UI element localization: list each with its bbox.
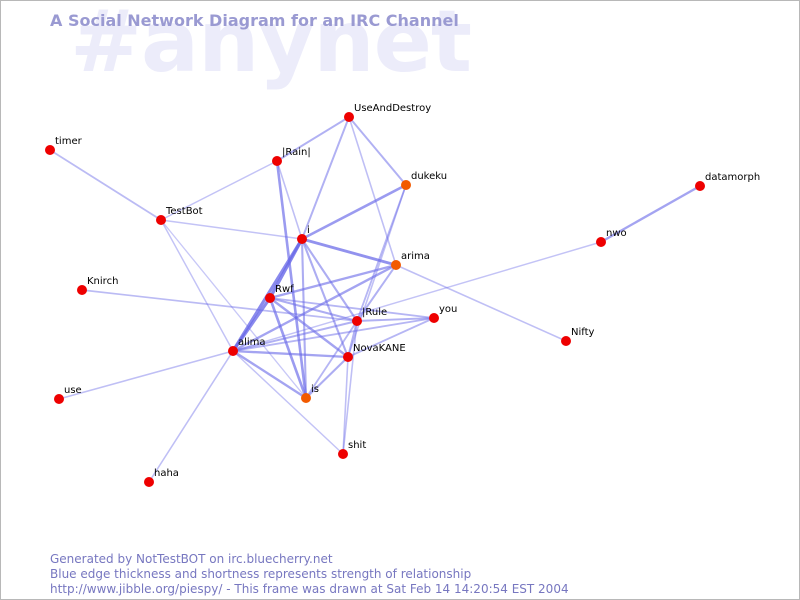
- edge-arima-rule: [356, 264, 397, 322]
- edge-layer: [49, 116, 702, 483]
- edge-arima-nifty: [395, 264, 567, 342]
- edge-rwf-is: [268, 296, 308, 400]
- edge-rwf-alima: [231, 296, 272, 353]
- node-label-novakane: NovaKANE: [353, 343, 406, 354]
- edge-testbot-rain: [160, 160, 278, 221]
- node-label-alima: alima: [238, 337, 266, 348]
- node-label-useanddestroy: UseAndDestroy: [354, 103, 431, 114]
- edge-you-alima: [232, 317, 435, 352]
- node-layer: [45, 112, 705, 487]
- edge-rwf-novakane: [268, 296, 350, 359]
- node-knirch[interactable]: [77, 285, 87, 295]
- node-label-i: i: [307, 225, 310, 236]
- node-label-rain: |Rain|: [282, 147, 311, 158]
- edge-useanddestroy-rain: [276, 116, 350, 162]
- node-label-arima: arima: [401, 251, 430, 262]
- node-label-dukeku: dukeku: [411, 171, 447, 182]
- edge-rain-is: [275, 159, 308, 400]
- edge-rule-you: [356, 317, 435, 322]
- node-label-timer: timer: [55, 136, 83, 147]
- diagram-title: A Social Network Diagram for an IRC Chan…: [50, 11, 459, 30]
- node-label-rule: |Rule: [362, 307, 387, 318]
- node-haha[interactable]: [144, 477, 154, 487]
- node-label-shit: shit: [348, 440, 366, 451]
- node-novakane[interactable]: [343, 352, 353, 362]
- edge-testbot-alima: [160, 219, 234, 352]
- node-label-haha: haha: [154, 468, 179, 479]
- node-label-nifty: Nifty: [571, 327, 595, 338]
- edge-nwo-alima: [232, 241, 602, 352]
- node-testbot[interactable]: [156, 215, 166, 225]
- edge-dukeku-rule: [356, 184, 407, 322]
- edge-testbot-is: [160, 219, 307, 399]
- node-label-datamorph: datamorph: [705, 172, 760, 183]
- node-label-is: is: [311, 384, 319, 395]
- edge-i-arima: [300, 237, 398, 267]
- node-dukeku[interactable]: [401, 180, 411, 190]
- edge-rule-is: [305, 320, 358, 399]
- node-rain[interactable]: [272, 156, 282, 166]
- node-arima[interactable]: [391, 260, 401, 270]
- edge-alima-shit: [232, 350, 344, 455]
- edge-i-novakane: [300, 237, 350, 359]
- edge-you-novakane: [347, 317, 435, 358]
- edge-useanddestroy-i: [301, 116, 350, 240]
- node-datamorph[interactable]: [695, 181, 705, 191]
- node-label-testbot: TestBot: [165, 206, 203, 217]
- edge-alima-haha: [148, 350, 234, 483]
- edge-rain-i: [276, 160, 303, 240]
- edge-novakane-is: [304, 355, 350, 400]
- edge-rule-alima: [232, 320, 358, 352]
- edge-rwf-you: [269, 297, 435, 319]
- node-you[interactable]: [429, 313, 439, 323]
- node-label-rwf: Rwf: [275, 284, 294, 295]
- channel-watermark: #anynet: [70, 0, 472, 92]
- node-label-knirch: Knirch: [87, 276, 118, 287]
- node-nifty[interactable]: [561, 336, 571, 346]
- edge-novakane-shit: [342, 356, 349, 455]
- edge-arima-rwf: [268, 263, 398, 300]
- label-layer: UseAndDestroy timer |Rain| dukeku datamorphT…: [55, 103, 760, 479]
- node-label-nwo: nwo: [606, 228, 627, 239]
- edge-knirch-rule: [81, 289, 358, 322]
- footer-url-line: http://www.jibble.org/piespy/ - This fra…: [50, 582, 569, 596]
- edge-arima-alima: [231, 263, 398, 353]
- node-rwf[interactable]: [265, 293, 275, 303]
- footer-generator-line: Generated by NotTestBOT on irc.bluecherr…: [50, 552, 333, 566]
- edge-rwf-rule: [268, 296, 359, 323]
- edge-useanddestroy-arima: [348, 116, 397, 266]
- edge-datamorph-nwo: [599, 184, 702, 244]
- edge-timer-testbot: [49, 149, 162, 221]
- footer: Generated by NotTestBOT on irc.bluecherr…: [50, 552, 569, 597]
- node-timer[interactable]: [45, 145, 55, 155]
- node-use[interactable]: [54, 394, 64, 404]
- edge-useanddestroy-dukeku: [348, 116, 407, 186]
- node-is[interactable]: [301, 393, 311, 403]
- edge-dukeku-i: [300, 183, 408, 241]
- edge-alima-use: [58, 350, 234, 400]
- footer-legend-line: Blue edge thickness and shortness repres…: [50, 567, 472, 581]
- node-shit[interactable]: [338, 449, 348, 459]
- edge-rule-novakane: [347, 320, 358, 358]
- node-nwo[interactable]: [596, 237, 606, 247]
- node-label-you: you: [439, 304, 457, 315]
- edge-alima-is: [231, 349, 308, 400]
- node-alima[interactable]: [228, 346, 238, 356]
- node-rule[interactable]: [352, 316, 362, 326]
- edge-alima-novakane: [231, 349, 350, 359]
- node-label-use: use: [64, 385, 82, 396]
- edge-i-is: [300, 237, 308, 400]
- edge-i-rule: [300, 237, 359, 323]
- edge-rule-shit: [342, 320, 358, 455]
- edge-testbot-i: [160, 219, 303, 240]
- node-i[interactable]: [297, 234, 307, 244]
- node-useanddestroy[interactable]: [344, 112, 354, 122]
